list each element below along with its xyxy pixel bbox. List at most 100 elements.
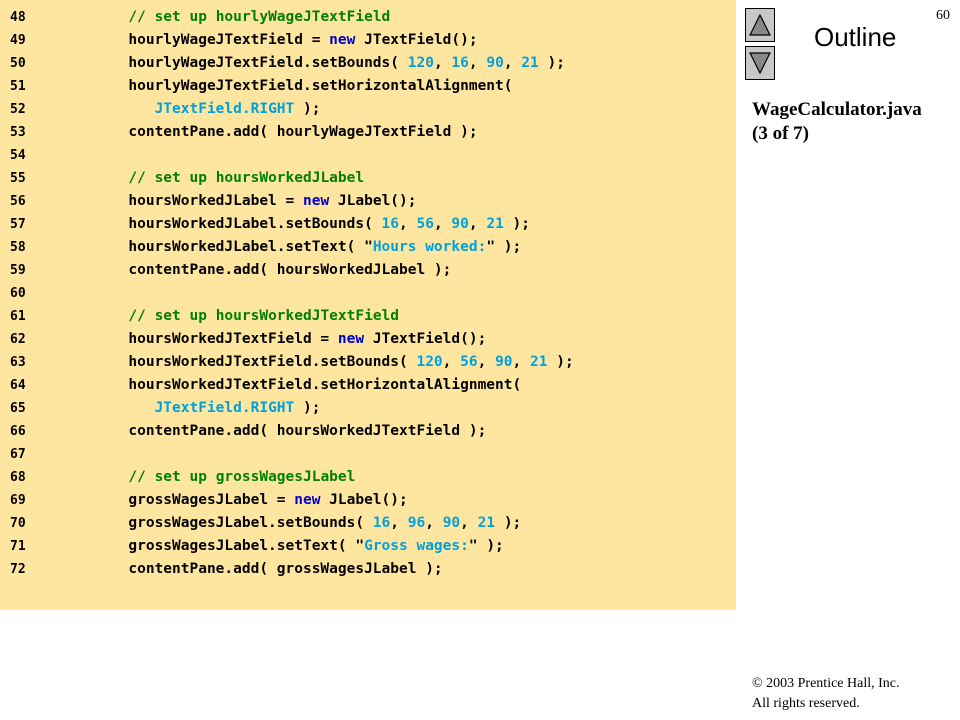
code-text: // set up hourlyWageJTextField [76,6,390,29]
code-literal: 16 [381,216,400,232]
code-literal: 21 [477,515,496,531]
code-token: , [442,354,461,370]
code-token [76,400,155,416]
line-number: 70 [10,516,26,531]
copyright-footer: © 2003 Prentice Hall, Inc. All rights re… [752,674,900,714]
line-number: 49 [10,33,26,48]
code-literal: 21 [486,216,504,232]
code-literal: Gross wages: [364,538,469,554]
line-number: 51 [10,79,26,94]
code-text: grossWagesJLabel = new JLabel(); [76,489,408,512]
code-text: JTextField.RIGHT ); [76,397,321,420]
code-text: grossWagesJLabel.setText( "Gross wages:"… [76,535,503,558]
code-comment: // set up hoursWorkedJLabel [128,170,365,186]
code-text: // set up hoursWorkedJLabel [76,167,364,190]
code-text: contentPane.add( hourlyWageJTextField ); [76,121,477,144]
file-name: WageCalculator.java [752,99,922,120]
code-token [76,170,128,186]
code-token: " ); [486,239,522,255]
line-number: 56 [10,194,26,209]
code-text: grossWagesJLabel.setBounds( 16, 96, 90, … [76,512,521,535]
code-literal: 16 [372,515,391,531]
code-text: hoursWorkedJTextField = new JTextField()… [76,328,486,351]
code-token: ); [294,400,321,416]
code-token: hoursWorkedJTextField.setHorizontalAlign… [76,377,522,393]
line-number: 67 [10,447,26,462]
code-text: contentPane.add( hoursWorkedJLabel ); [76,259,451,282]
code-literal: 16 [451,55,469,71]
code-token [76,101,155,117]
line-number: 50 [10,56,26,71]
code-literal: 56 [416,216,434,232]
code-token: hourlyWageJTextField = [76,32,330,48]
outline-up-button[interactable] [745,8,775,42]
code-token: grossWagesJLabel.setText( " [76,538,365,554]
line-number: 61 [10,309,26,324]
code-text: hoursWorkedJTextField.setHorizontalAlign… [76,374,521,397]
code-comment: // set up hoursWorkedJTextField [128,308,400,324]
line-number: 64 [10,378,26,393]
code-token: JLabel(); [329,193,417,209]
code-token: , [477,354,496,370]
code-token [76,9,128,25]
line-number: 65 [10,401,26,416]
page-number: 60 [936,8,950,23]
code-token: , [425,515,443,531]
code-token: hourlyWageJTextField.setBounds( [76,55,408,71]
rights-text: All rights reserved. [752,696,860,711]
code-literal: 90 [486,55,504,71]
code-token: JTextField(); [364,331,487,347]
code-token: hourlyWageJTextField.setHorizontalAlignm… [76,78,513,94]
code-token: , [433,55,452,71]
code-keyword: new [337,331,365,347]
code-literal: 120 [407,55,434,71]
code-literal: 90 [442,515,461,531]
line-number: 68 [10,470,26,485]
code-literal: Hours worked: [372,239,487,255]
code-token: , [512,354,531,370]
line-number: 69 [10,493,26,508]
code-literal: 90 [495,354,513,370]
code-token: , [460,515,478,531]
line-number: 63 [10,355,26,370]
code-token: , [399,216,417,232]
code-comment: // set up grossWagesJLabel [128,469,356,485]
code-token: JLabel(); [320,492,408,508]
line-number: 62 [10,332,26,347]
code-comment: // set up hourlyWageJTextField [128,9,391,25]
triangle-up-icon [749,13,771,36]
code-token: hoursWorkedJLabel = [76,193,303,209]
line-number: 59 [10,263,26,278]
code-token: grossWagesJLabel.setBounds( [76,515,373,531]
line-number: 72 [10,562,26,577]
line-number: 48 [10,10,26,25]
line-number: 52 [10,102,26,117]
code-text: // set up grossWagesJLabel [76,466,355,489]
code-token: ); [503,216,531,232]
outline-down-button[interactable] [745,46,775,80]
code-token [76,308,128,324]
code-text: hoursWorkedJLabel.setBounds( 16, 56, 90,… [76,213,530,236]
line-number: 60 [10,286,26,301]
code-token: ); [495,515,522,531]
code-token: contentPane.add( grossWagesJLabel ); [76,561,443,577]
code-literal: 21 [530,354,548,370]
code-literal: 56 [460,354,478,370]
code-text: hourlyWageJTextField.setHorizontalAlignm… [76,75,513,98]
code-token [76,469,128,485]
code-text: hoursWorkedJLabel = new JLabel(); [76,190,417,213]
code-keyword: new [302,193,330,209]
copyright-text: © 2003 Prentice Hall, Inc. [752,676,900,691]
code-text: hourlyWageJTextField.setBounds( 120, 16,… [76,52,565,75]
code-listing: 48 // set up hourlyWageJTextField 49 hour… [0,0,736,610]
outline-title: Outline [814,22,897,52]
line-number: 66 [10,424,26,439]
code-text: hourlyWageJTextField = new JTextField(); [76,29,477,52]
code-keyword: new [294,492,321,508]
code-token: ); [547,354,574,370]
triangle-down-icon [749,52,771,75]
code-text: JTextField.RIGHT ); [76,98,321,121]
code-literal: JTextField.RIGHT [154,400,295,416]
code-token: , [503,55,522,71]
file-title: WageCalculator.java (3 of 7) [752,98,922,146]
